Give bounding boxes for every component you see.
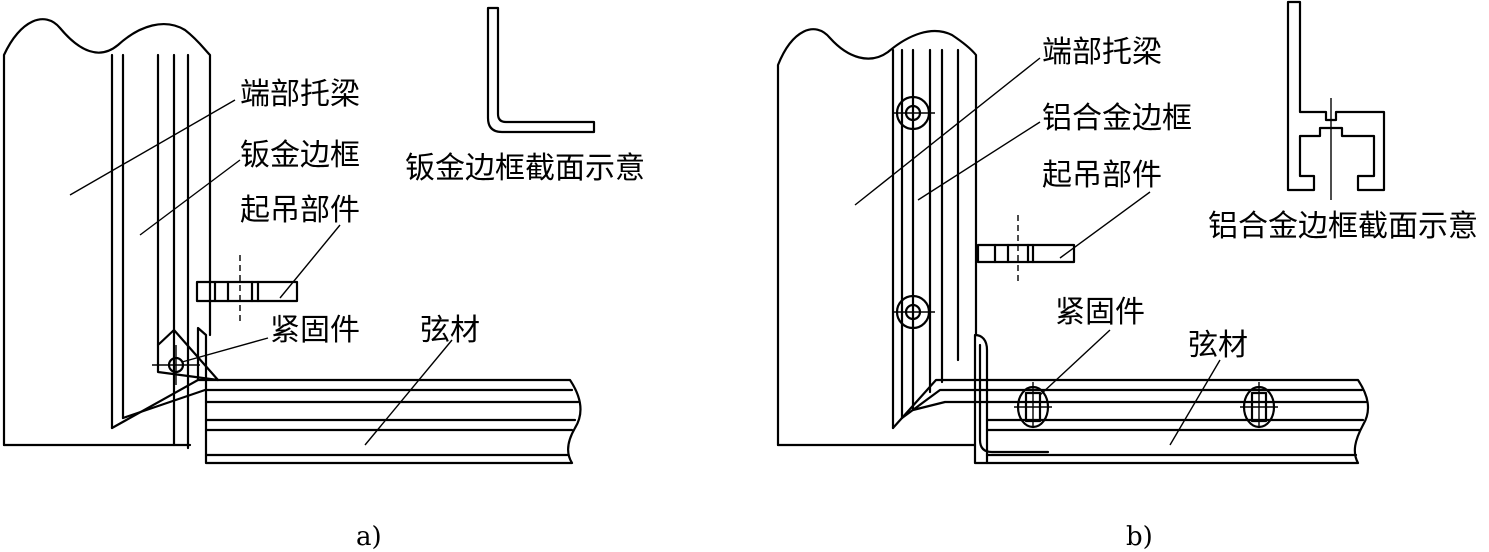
lifting-part-b bbox=[976, 243, 1076, 264]
leader-end-beam-b bbox=[854, 57, 1041, 206]
label-fastener-b: 紧固件 bbox=[1055, 295, 1145, 330]
lifting-part-divisions bbox=[213, 280, 260, 303]
leader-fastener-b bbox=[1039, 329, 1111, 396]
panel-a: 端部托梁 钣金边框 起吊部件 紧固件 弦材 钣金边框截面示意 a) bbox=[2, 6, 645, 552]
label-end-beam: 端部托梁 bbox=[240, 77, 360, 112]
lifting-part-b-divisions bbox=[993, 243, 1035, 264]
leader-fastener bbox=[181, 337, 269, 363]
alu-frame-vertical-lines bbox=[891, 48, 960, 430]
leader-sheet-frame bbox=[139, 159, 241, 236]
leader-lifting-part bbox=[279, 224, 341, 299]
caption-b: b) bbox=[1126, 522, 1153, 552]
label-alu-frame-b: 铝合金边框 bbox=[1042, 101, 1192, 136]
panel-b: 端部托梁 铝合金边框 起吊部件 紧固件 弦材 铝合金边框截面示意 b) bbox=[776, 0, 1478, 552]
label-end-beam-b: 端部托梁 bbox=[1042, 35, 1162, 70]
lifting-part bbox=[195, 280, 299, 303]
label-sheet-frame: 钣金边框 bbox=[240, 138, 360, 173]
chord-bolt-right bbox=[1240, 382, 1278, 429]
chord-inner-lines-b bbox=[900, 388, 1368, 457]
leader-chord-b bbox=[1169, 359, 1221, 446]
chord-bolt-left bbox=[1014, 382, 1052, 429]
sheet-frame-section-icon bbox=[486, 6, 596, 134]
fastener-plate bbox=[156, 328, 220, 382]
end-beam-outline bbox=[2, 18, 212, 447]
chord-outline-b bbox=[891, 378, 1370, 465]
label-chord: 弦材 bbox=[420, 313, 480, 348]
leader-lifting-part-b bbox=[1059, 191, 1151, 259]
lifting-part-b-hole bbox=[1006, 243, 1030, 264]
label-lifting-part: 起吊部件 bbox=[240, 193, 360, 228]
label-lifting-part-b: 起吊部件 bbox=[1042, 158, 1162, 193]
fastener-centerline bbox=[152, 345, 200, 385]
chord-end-b bbox=[973, 333, 989, 465]
label-section-note: 钣金边框截面示意 bbox=[405, 151, 645, 186]
frame-vertical-lines bbox=[110, 53, 190, 450]
leader-alu-frame-b bbox=[917, 121, 1041, 201]
label-fastener: 紧固件 bbox=[270, 313, 360, 348]
caption-a: a) bbox=[356, 522, 382, 552]
leader-chord bbox=[364, 339, 453, 446]
end-beam-outline-b bbox=[776, 28, 978, 447]
chord-inner-lines bbox=[121, 388, 580, 457]
bracket-b bbox=[978, 343, 1050, 454]
chord-outline bbox=[110, 326, 582, 465]
lifting-part-hole-lines bbox=[226, 280, 254, 303]
label-chord-b: 弦材 bbox=[1188, 328, 1248, 363]
leader-end-beam bbox=[69, 99, 236, 196]
label-section-note-b: 铝合金边框截面示意 bbox=[1208, 209, 1478, 244]
alu-frame-section-icon bbox=[1286, 0, 1386, 192]
